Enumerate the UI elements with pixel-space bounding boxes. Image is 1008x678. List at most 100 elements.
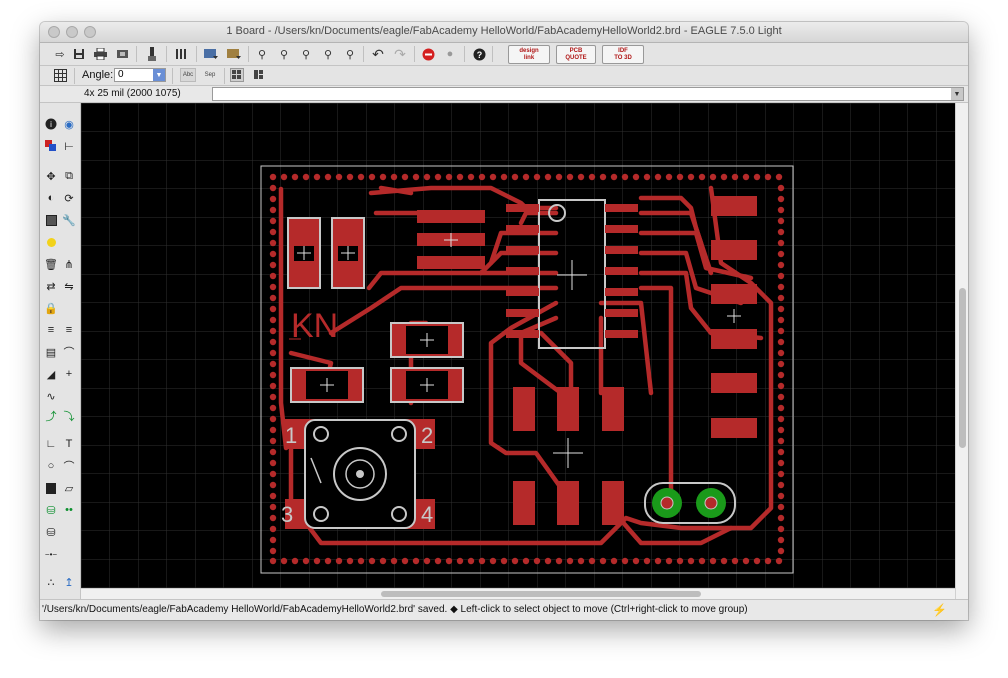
ground-via-dot (742, 173, 750, 181)
name-icon[interactable]: ≡ (47, 324, 55, 336)
value-icon[interactable]: ≡ (65, 324, 73, 336)
ground-via-dot (500, 173, 508, 181)
meander-icon[interactable]: ∿ (46, 390, 56, 403)
group-icon[interactable] (44, 213, 58, 227)
status-bar: '/Users/kn/Documents/eagle/FabAcademy He… (40, 599, 968, 620)
signal-icon[interactable]: •• (65, 504, 73, 516)
redo-icon[interactable]: ↷ (394, 45, 406, 62)
circle-icon[interactable]: ○ (47, 460, 55, 472)
redraw-icon[interactable]: ⚲ (323, 48, 333, 61)
command-input[interactable]: ▼ (212, 87, 964, 101)
vertical-scroll-thumb[interactable] (959, 288, 966, 448)
ground-via-dot (632, 557, 640, 565)
save-icon[interactable] (71, 46, 87, 62)
ground-via-dot (269, 492, 277, 500)
run-ulp-icon[interactable] (144, 46, 160, 62)
eagle-window: 1 Board - /Users/kn/Documents/eagle/FabA… (40, 22, 968, 620)
hole-icon[interactable]: ⛁ (46, 526, 56, 539)
ground-via-dot (709, 557, 717, 565)
go-icon[interactable]: ● (446, 48, 454, 60)
info-icon[interactable]: i (44, 117, 58, 131)
ground-via-dot (577, 173, 585, 181)
horizontal-scrollbar[interactable] (81, 588, 955, 600)
polygon-icon[interactable]: ▱ (64, 482, 74, 495)
close-window-button[interactable] (48, 26, 60, 38)
route-icon[interactable]: ⤴ (45, 411, 57, 423)
layout-single-icon[interactable] (230, 68, 244, 82)
ratsnest-icon[interactable]: ∴ (47, 576, 55, 589)
ground-via-dot (269, 316, 277, 324)
layout-split-icon[interactable] (252, 68, 266, 82)
copy-icon[interactable]: ⧉ (65, 169, 73, 182)
pinswap-icon[interactable]: ⇄ (46, 280, 56, 293)
rotate-icon[interactable]: ⟳ (64, 192, 74, 205)
rect-icon[interactable] (44, 481, 58, 495)
cam-processor-icon[interactable] (114, 46, 130, 62)
angle-select[interactable]: 0 ▼ (114, 68, 166, 82)
zoom-window-button[interactable] (84, 26, 96, 38)
ground-via-dot (777, 371, 785, 379)
help-icon[interactable]: ? (471, 46, 487, 62)
zoom-in-icon[interactable]: ⚲ (279, 48, 289, 61)
print-icon[interactable] (92, 46, 108, 62)
ground-via-dot (291, 557, 299, 565)
vertical-scrollbar[interactable] (955, 103, 968, 599)
zoom-select-icon[interactable]: ⚲ (345, 48, 355, 61)
ground-via-dot (269, 514, 277, 522)
add-icon[interactable]: ⋔ (64, 258, 74, 271)
smash-icon[interactable]: ▤ (45, 346, 57, 359)
arc-icon[interactable]: ⌒ (63, 461, 75, 473)
undo-icon[interactable]: ↶ (372, 45, 384, 62)
optimize-icon[interactable]: + (65, 368, 73, 380)
stop-icon[interactable] (420, 46, 436, 62)
parameter-toolbar: Angle: 0 ▼ Abc Sep (40, 66, 968, 86)
history-dropdown-icon[interactable]: ▼ (951, 88, 963, 100)
change-wrench-icon[interactable]: 🔧 (62, 214, 76, 227)
ripup-icon[interactable]: ⤵ (63, 411, 75, 423)
board-canvas[interactable]: KN 1 2 3 4 (81, 103, 955, 599)
horizontal-scroll-thumb[interactable] (381, 591, 701, 597)
open-icon[interactable]: ⇨ (55, 48, 65, 61)
ground-via-dot (777, 481, 785, 489)
ground-via-dot (777, 525, 785, 533)
text-icon[interactable]: T (65, 438, 73, 450)
ground-via-dot (566, 173, 574, 181)
attribute-icon[interactable]: −•− (44, 549, 58, 559)
replace-icon[interactable]: ⇋ (64, 280, 74, 293)
ground-via-dot (269, 481, 277, 489)
layer-settings-icon[interactable] (174, 46, 190, 62)
script-icon[interactable] (226, 46, 242, 62)
paste-icon[interactable] (44, 235, 58, 249)
text-ratio-button[interactable]: Abc (180, 68, 196, 82)
mirror-icon[interactable]: ◐ (47, 192, 55, 204)
delete-icon[interactable]: 🗑 (44, 258, 58, 271)
chevron-down-icon[interactable]: ▼ (153, 69, 165, 81)
ground-via-dot (313, 557, 321, 565)
ground-via-dot (777, 514, 785, 522)
minimize-window-button[interactable] (66, 26, 78, 38)
ground-via-dot (643, 557, 651, 565)
ground-via-dot (368, 557, 376, 565)
text-sep-button[interactable]: Sep (204, 72, 216, 78)
zoom-out-icon[interactable]: ⚲ (301, 48, 311, 61)
window-select-icon[interactable] (203, 46, 219, 62)
mark-icon[interactable]: ⊢ (64, 140, 74, 153)
ground-via-dot (777, 536, 785, 544)
move-icon[interactable]: ✥ (46, 170, 56, 183)
display-layers-icon[interactable] (44, 139, 58, 153)
lock-icon[interactable]: 🔒 (44, 302, 58, 315)
grid-icon[interactable] (52, 67, 68, 83)
auto-router-icon[interactable]: ↥ (64, 576, 74, 589)
miter-icon[interactable]: ⌒ (63, 347, 75, 359)
ground-via-dot (777, 272, 785, 280)
ground-via-dot (313, 173, 321, 181)
split-icon[interactable]: ◢ (46, 368, 56, 381)
via-icon[interactable]: ⛁ (46, 504, 56, 517)
zoom-fit-icon[interactable]: ⚲ (257, 48, 267, 61)
ground-via-dot (588, 173, 596, 181)
wire-icon[interactable]: ∟ (45, 438, 57, 450)
show-icon[interactable]: ◉ (64, 118, 74, 131)
